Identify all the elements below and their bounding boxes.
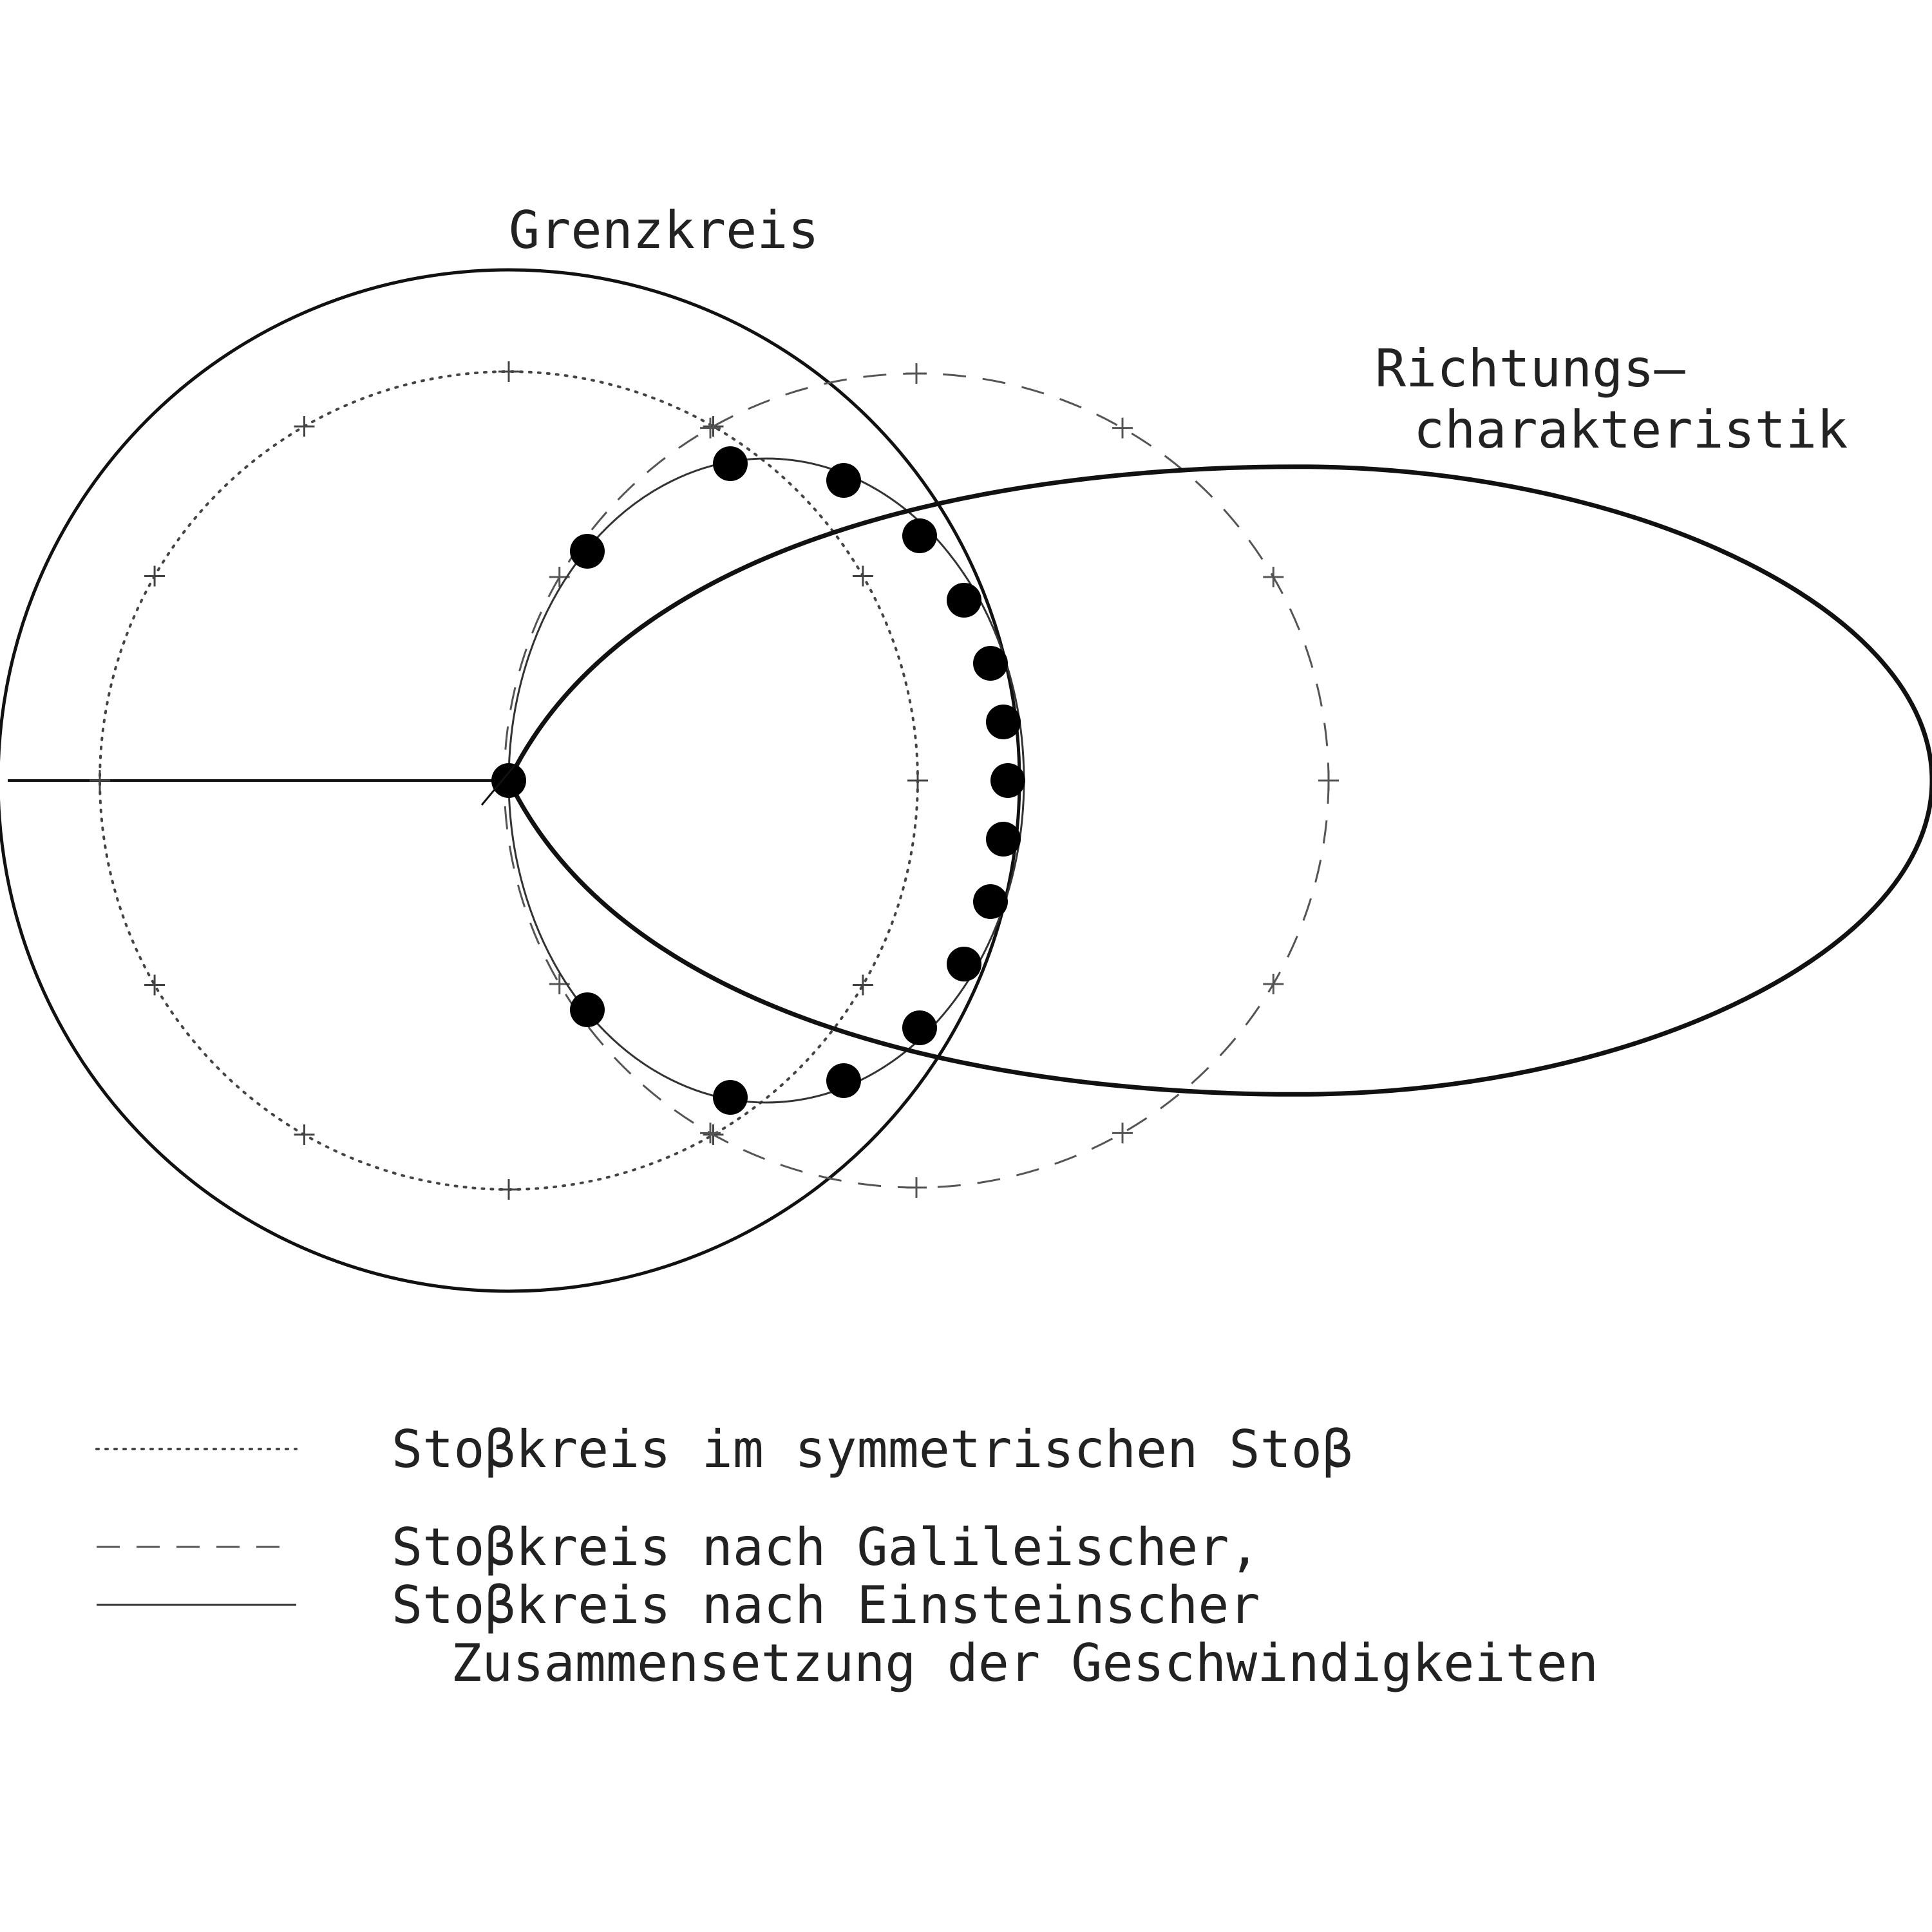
- legend: Stoβkreis im symmetrischen Stoβ Stoβkrei…: [95, 1419, 1598, 1693]
- origin-dot: [491, 763, 526, 798]
- direction-characteristic-curve: [506, 464, 1932, 1097]
- legend-item-einstein: Stoβkreis nach Einsteinscher: [392, 1575, 1260, 1635]
- einstein-dot: [973, 646, 1008, 681]
- origin-cross: [480, 758, 522, 806]
- einstein-dot: [947, 947, 981, 981]
- einstein-dot: [826, 1063, 861, 1098]
- einstein-dot: [713, 446, 748, 481]
- richtungscharakteristik-label-line2: charakteristik: [1414, 400, 1848, 460]
- legend-item-einstein-continued: Zusammensetzung der Geschwindigkeiten: [451, 1633, 1598, 1693]
- einstein-dot: [570, 534, 605, 569]
- einstein-dot: [986, 822, 1021, 857]
- richtungscharakteristik-label-line1: Richtungs–: [1375, 339, 1685, 399]
- einstein-dot: [947, 583, 981, 618]
- einstein-dot: [973, 884, 1008, 919]
- einstein-dot: [902, 518, 937, 553]
- einstein-circle-dots: [491, 446, 1025, 1115]
- legend-item-symmetric: Stoβkreis im symmetrischen Stoβ: [392, 1419, 1353, 1479]
- einstein-dot: [713, 1080, 748, 1115]
- einstein-dot: [570, 992, 605, 1027]
- einstein-dot: [826, 463, 861, 498]
- einstein-dot: [902, 1010, 937, 1045]
- legend-item-galilean: Stoβkreis nach Galileischer,: [392, 1517, 1260, 1577]
- einstein-dot: [986, 705, 1021, 739]
- grenzkreis-label: Grenzkreis: [509, 200, 819, 260]
- einstein-dot: [990, 763, 1025, 798]
- symmetric-circle-crosses: [90, 361, 928, 1200]
